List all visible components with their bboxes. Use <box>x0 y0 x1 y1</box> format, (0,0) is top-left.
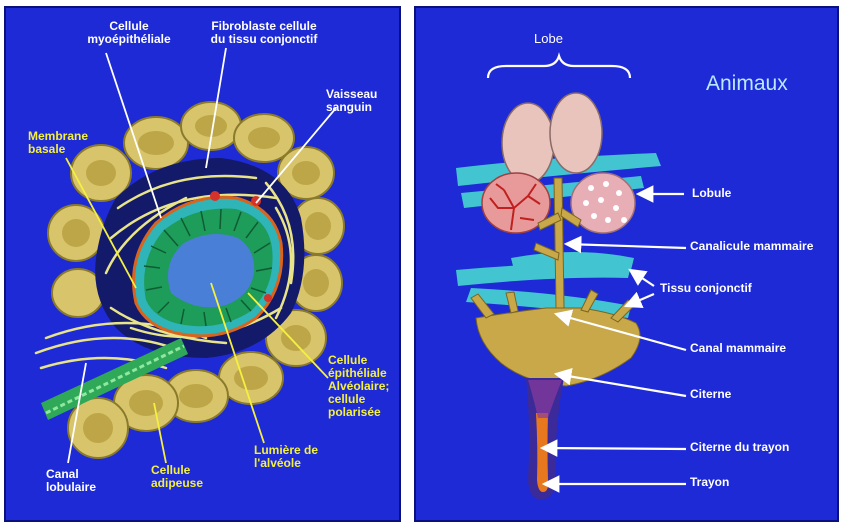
label-mammary-duct: Canal mammaire <box>690 342 786 355</box>
title-animaux: Animaux <box>706 72 788 96</box>
label-cistern: Citerne <box>690 388 731 401</box>
alveolus-illustration <box>6 8 401 522</box>
label-basal-membrane: Membrane basale <box>28 130 108 156</box>
label-teat-cistern: Citerne du trayon <box>690 441 789 454</box>
label-connective-tissue: Tissu conjonctif <box>660 282 752 295</box>
label-canalicule: Canalicule mammaire <box>690 240 813 253</box>
label-teat: Trayon <box>690 476 729 489</box>
alveolus-panel: Cellule myoépithéliale Fibroblaste cellu… <box>4 6 401 522</box>
label-fibroblast: Fibroblaste cellule du tissu conjonctif <box>194 20 334 46</box>
label-lobule: Lobule <box>692 187 731 200</box>
lobe-brace <box>488 56 630 78</box>
teat-canal <box>536 413 548 492</box>
label-adipose-cell: Cellule adipeuse <box>151 464 231 490</box>
label-lobe: Lobe <box>534 32 594 45</box>
label-epithelial-cell: Cellule épithéliale Alvéolaire; cellule … <box>328 354 401 419</box>
label-lobular-canal: Canal lobulaire <box>46 468 116 494</box>
label-alveolus-lumen: Lumière de l'alvéole <box>254 444 334 470</box>
udder-panel: Lobe Animaux Lobule Canalicule mammaire … <box>414 6 839 522</box>
dotted-lobule <box>571 173 635 233</box>
label-myoepithelial-cell: Cellule myoépithéliale <box>84 20 174 46</box>
label-blood-vessel: Vaisseau sanguin <box>326 88 401 114</box>
